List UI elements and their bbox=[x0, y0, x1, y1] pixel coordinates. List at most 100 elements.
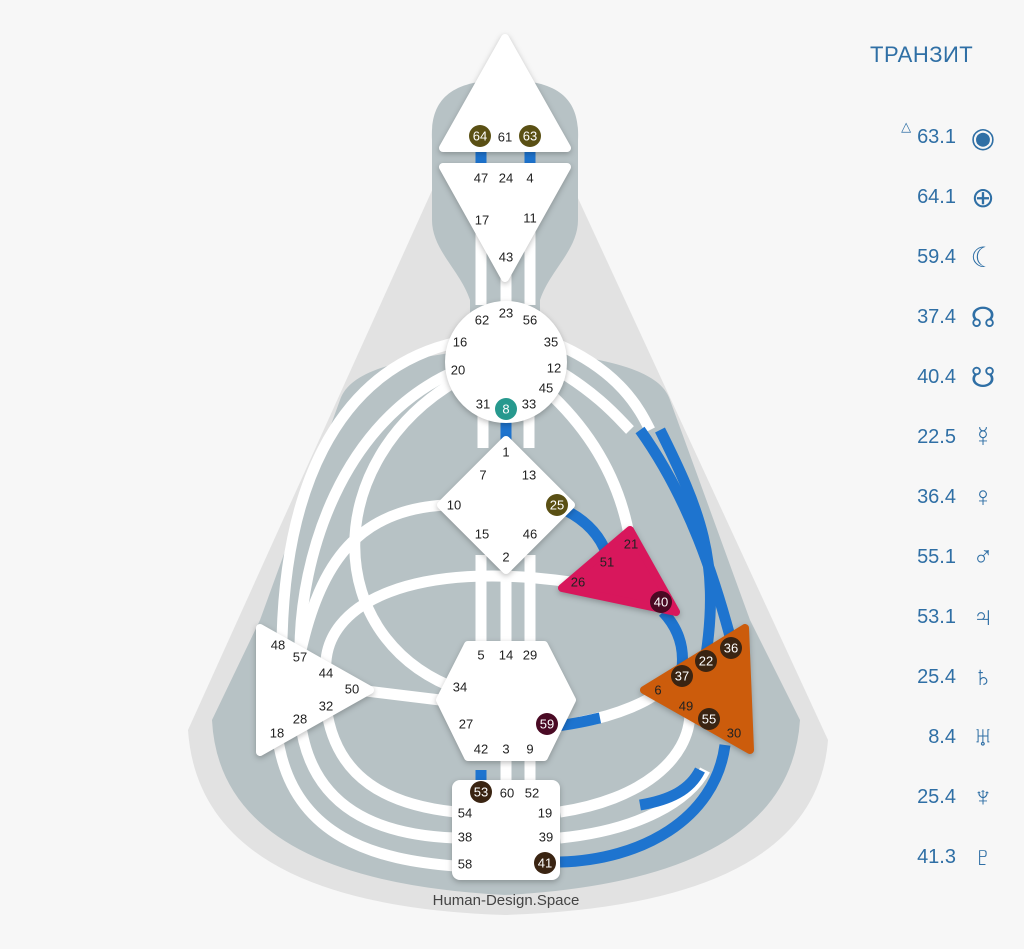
gate-12[interactable]: 12 bbox=[547, 361, 561, 376]
gate-60[interactable]: 60 bbox=[500, 786, 514, 801]
footer-brand[interactable]: Human-Design.Space bbox=[432, 892, 580, 909]
gate-30[interactable]: 30 bbox=[727, 726, 741, 741]
transit-gate-line: 41.3 bbox=[917, 845, 956, 868]
gate-41[interactable]: 41 bbox=[534, 852, 556, 874]
gate-1[interactable]: 1 bbox=[502, 445, 509, 460]
gate-63[interactable]: 63 bbox=[519, 125, 541, 147]
gate-14[interactable]: 14 bbox=[499, 648, 513, 663]
gate-5[interactable]: 5 bbox=[477, 648, 484, 663]
gate-number: 6 bbox=[654, 683, 661, 698]
spleen-center[interactable] bbox=[256, 624, 374, 756]
transit-row-neptune[interactable]: 25.4♆ bbox=[860, 777, 1000, 817]
gate-10[interactable]: 10 bbox=[447, 498, 461, 513]
gate-38[interactable]: 38 bbox=[458, 830, 472, 845]
gate-26[interactable]: 26 bbox=[571, 575, 585, 590]
gate-61[interactable]: 61 bbox=[498, 130, 512, 145]
gate-62[interactable]: 62 bbox=[475, 313, 489, 328]
gate-number: 4 bbox=[526, 171, 533, 186]
transit-row-moon[interactable]: 59.4☾ bbox=[860, 237, 1000, 277]
gate-13[interactable]: 13 bbox=[522, 468, 536, 483]
gate-39[interactable]: 39 bbox=[539, 830, 553, 845]
gate-37[interactable]: 37 bbox=[671, 665, 693, 687]
gate-15[interactable]: 15 bbox=[475, 527, 489, 542]
transit-row-sun[interactable]: △63.1◉ bbox=[860, 117, 1000, 157]
gate-19[interactable]: 19 bbox=[538, 806, 552, 821]
gate-20[interactable]: 20 bbox=[451, 363, 465, 378]
gate-29[interactable]: 29 bbox=[523, 648, 537, 663]
gate-6[interactable]: 6 bbox=[654, 683, 661, 698]
gate-3[interactable]: 3 bbox=[502, 742, 509, 757]
gate-number: 37 bbox=[675, 669, 689, 684]
gate-number: 11 bbox=[523, 211, 537, 226]
head-center[interactable] bbox=[439, 34, 571, 152]
gate-number: 13 bbox=[522, 468, 536, 483]
gate-17[interactable]: 17 bbox=[475, 213, 489, 228]
transit-row-south-node[interactable]: 40.4☋ bbox=[860, 357, 1000, 397]
gate-59[interactable]: 59 bbox=[536, 713, 558, 735]
gate-52[interactable]: 52 bbox=[525, 786, 539, 801]
gate-55[interactable]: 55 bbox=[698, 708, 720, 730]
gate-50[interactable]: 50 bbox=[345, 682, 359, 697]
gate-number: 8 bbox=[502, 402, 509, 417]
gate-number: 40 bbox=[654, 595, 668, 610]
gate-42[interactable]: 42 bbox=[474, 742, 488, 757]
transit-row-jupiter[interactable]: 53.1♃ bbox=[860, 597, 1000, 637]
uranus-icon: ♅ bbox=[972, 721, 994, 752]
gate-57[interactable]: 57 bbox=[293, 650, 307, 665]
gate-21[interactable]: 21 bbox=[624, 537, 638, 552]
gate-35[interactable]: 35 bbox=[544, 335, 558, 350]
gate-49[interactable]: 49 bbox=[679, 699, 693, 714]
gate-51[interactable]: 51 bbox=[600, 555, 614, 570]
gate-27[interactable]: 27 bbox=[459, 717, 473, 732]
gate-9[interactable]: 9 bbox=[526, 742, 533, 757]
gate-36[interactable]: 36 bbox=[720, 637, 742, 659]
gate-2[interactable]: 2 bbox=[502, 550, 509, 565]
gate-43[interactable]: 43 bbox=[499, 250, 513, 265]
gate-54[interactable]: 54 bbox=[458, 806, 472, 821]
gate-34[interactable]: 34 bbox=[453, 680, 467, 695]
root-center[interactable] bbox=[452, 780, 560, 880]
solar-plexus-center[interactable] bbox=[640, 624, 754, 754]
transit-row-mars[interactable]: 55.1♂ bbox=[860, 537, 1000, 577]
gate-number: 56 bbox=[523, 313, 537, 328]
gate-7[interactable]: 7 bbox=[479, 468, 486, 483]
gate-number: 15 bbox=[475, 527, 489, 542]
gate-8[interactable]: 8 bbox=[495, 398, 517, 420]
gate-activation-marker bbox=[671, 665, 693, 687]
gate-56[interactable]: 56 bbox=[523, 313, 537, 328]
throat-center[interactable] bbox=[445, 301, 567, 423]
gate-40[interactable]: 40 bbox=[650, 591, 672, 613]
gate-23[interactable]: 23 bbox=[499, 306, 513, 321]
gate-11[interactable]: 11 bbox=[523, 211, 537, 226]
gate-45[interactable]: 45 bbox=[539, 381, 553, 396]
gate-28[interactable]: 28 bbox=[293, 712, 307, 727]
gate-33[interactable]: 33 bbox=[522, 397, 536, 412]
gate-47[interactable]: 47 bbox=[474, 171, 488, 186]
gate-48[interactable]: 48 bbox=[271, 638, 285, 653]
gate-24[interactable]: 24 bbox=[499, 171, 513, 186]
transit-row-north-node[interactable]: 37.4☊ bbox=[860, 297, 1000, 337]
transit-row-pluto[interactable]: 41.3♇ bbox=[860, 837, 1000, 877]
transit-gate-line: 63.1 bbox=[917, 125, 956, 148]
gate-16[interactable]: 16 bbox=[453, 335, 467, 350]
gate-18[interactable]: 18 bbox=[270, 726, 284, 741]
transit-row-venus[interactable]: 36.4♀ bbox=[860, 477, 1000, 517]
gate-46[interactable]: 46 bbox=[523, 527, 537, 542]
transit-row-uranus[interactable]: 8.4♅ bbox=[860, 717, 1000, 757]
gate-25[interactable]: 25 bbox=[546, 494, 568, 516]
gate-44[interactable]: 44 bbox=[319, 666, 333, 681]
gate-32[interactable]: 32 bbox=[319, 699, 333, 714]
transit-row-mercury[interactable]: 22.5☿ bbox=[860, 417, 1000, 457]
gate-53[interactable]: 53 bbox=[470, 781, 492, 803]
g-center[interactable] bbox=[437, 436, 575, 574]
transit-row-saturn[interactable]: 25.4♄ bbox=[860, 657, 1000, 697]
gate-64[interactable]: 64 bbox=[469, 125, 491, 147]
ajna-center[interactable] bbox=[439, 163, 571, 282]
gate-4[interactable]: 4 bbox=[526, 171, 533, 186]
gate-58[interactable]: 58 bbox=[458, 857, 472, 872]
heart-center[interactable] bbox=[558, 526, 680, 616]
transit-gate-line: 22.5 bbox=[917, 425, 956, 448]
gate-31[interactable]: 31 bbox=[476, 397, 490, 412]
gate-22[interactable]: 22 bbox=[695, 650, 717, 672]
transit-row-earth[interactable]: 64.1⊕ bbox=[860, 177, 1000, 217]
